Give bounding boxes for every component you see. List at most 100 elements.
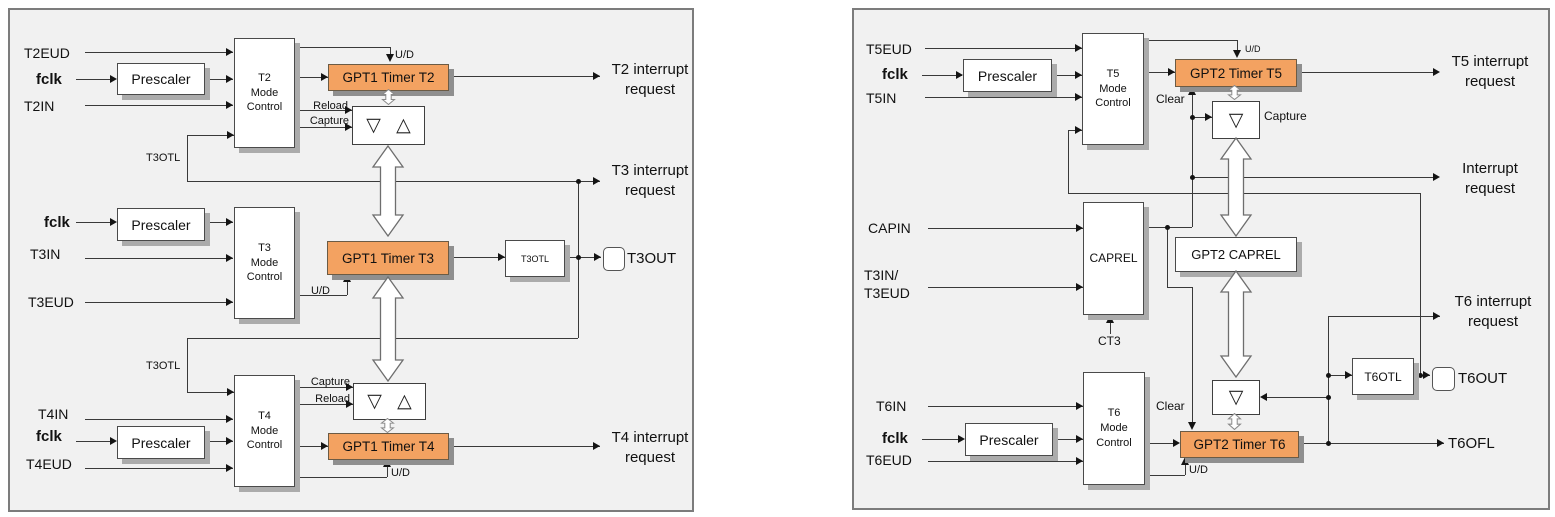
- arrowhead-right-icon: [498, 253, 505, 261]
- arrowhead-right-icon: [345, 106, 352, 114]
- t4-ud-signal-label: U/D: [391, 467, 410, 479]
- arrowhead-right-icon: [227, 388, 234, 396]
- t5-clear-signal-label: Clear: [1156, 92, 1185, 106]
- t6in-input-label: T6IN: [876, 398, 907, 414]
- t6-fclk-input-label: fclk: [882, 430, 908, 447]
- arrowhead-up-icon: [383, 459, 391, 467]
- arrowhead-right-icon: [1433, 173, 1440, 181]
- arrowhead-right-icon: [1076, 435, 1083, 443]
- wire: [1142, 72, 1175, 73]
- t3out-pin-label: T3OUT: [627, 250, 677, 267]
- gpt2-timer-t5-register: GPT2 Timer T5: [1175, 59, 1297, 87]
- wire: [293, 477, 387, 478]
- t3in-t3eud-input-label: T3IN/ T3EUD: [864, 267, 910, 302]
- wire: [1050, 75, 1084, 76]
- t2-reload-signal-label: Reload: [313, 100, 348, 112]
- arrowhead-right-icon: [1173, 439, 1180, 447]
- wire: [1192, 287, 1193, 424]
- t2-sync-arrow-icon: [381, 89, 396, 105]
- wire: [1142, 40, 1237, 41]
- arrowhead-right-icon: [226, 298, 233, 306]
- wire: [1068, 130, 1069, 193]
- wire: [563, 257, 601, 258]
- t2-prescaler-box: Prescaler: [117, 63, 205, 95]
- arrowhead-down-icon: [386, 54, 394, 62]
- wire: [203, 222, 233, 223]
- junction-dot: [576, 179, 581, 184]
- arrowhead-right-icon: [1075, 126, 1082, 134]
- t3-prescaler-box: Prescaler: [117, 208, 205, 241]
- wire: [1237, 40, 1238, 52]
- t4eud-input-label: T4EUD: [26, 456, 72, 472]
- t2-fclk-input-label: fclk: [36, 71, 62, 88]
- wire: [293, 387, 353, 388]
- wire: [1192, 94, 1193, 227]
- t5eud-input-label: T5EUD: [866, 41, 912, 57]
- wire: [1167, 287, 1192, 288]
- capin-input-label: CAPIN: [868, 220, 911, 236]
- wire: [187, 338, 188, 392]
- wire: [85, 302, 233, 303]
- t6ofl-output-label: T6OFL: [1448, 435, 1495, 452]
- t5in-input-label: T5IN: [866, 90, 897, 106]
- junction-dot: [1326, 395, 1331, 400]
- wire: [293, 404, 353, 405]
- wire: [1192, 117, 1212, 118]
- caprel-t6-flow-arrow-icon: [1219, 270, 1253, 378]
- t4-interrupt-request-label: T4 interrupt request: [611, 429, 689, 466]
- gpt1-timer-t2-register: GPT1 Timer T2: [328, 64, 449, 91]
- t6-prescaler-box: Prescaler: [965, 423, 1053, 456]
- t6-reload-register: ▽: [1212, 380, 1260, 415]
- arrowhead-right-icon: [593, 72, 600, 80]
- wire: [928, 287, 1083, 288]
- wire: [447, 446, 600, 447]
- wire: [1328, 316, 1440, 317]
- arrowhead-right-icon: [1075, 71, 1082, 79]
- t3-t4-flow-arrow-icon: [371, 276, 405, 382]
- arrowhead-right-icon: [226, 218, 233, 226]
- wire: [187, 392, 234, 393]
- junction-dot: [1190, 175, 1195, 180]
- arrowhead-right-icon: [593, 177, 600, 185]
- wire: [293, 127, 352, 128]
- t6out-pin-label: T6OUT: [1458, 370, 1508, 387]
- wire: [925, 48, 1082, 49]
- wire: [928, 228, 1083, 229]
- arrowhead-right-icon: [1433, 312, 1440, 320]
- junction-dot: [1190, 115, 1195, 120]
- t4-t3otl-tap-label: T3OTL: [146, 360, 181, 372]
- t5-prescaler-box: Prescaler: [963, 59, 1052, 92]
- t5-caprel-flow-arrow-icon: [1219, 137, 1253, 237]
- t2-t3otl-tap-label: T3OTL: [146, 152, 181, 164]
- caprel-mode-control-box: CAPREL: [1083, 202, 1144, 315]
- t2-interrupt-request-label: T2 interrupt request: [611, 61, 689, 98]
- arrowhead-right-icon: [226, 254, 233, 262]
- t4in-input-label: T4IN: [38, 406, 69, 422]
- caprel-interrupt-request-label: Interrupt request: [1462, 160, 1518, 197]
- arrowhead-right-icon: [594, 253, 601, 261]
- junction-dot: [1418, 373, 1423, 378]
- t4-prescaler-box: Prescaler: [117, 426, 205, 459]
- t6otl-latch-box: T6OTL: [1352, 358, 1414, 395]
- arrowhead-right-icon: [1076, 224, 1083, 232]
- wire: [922, 75, 962, 76]
- arrowhead-right-icon: [226, 48, 233, 56]
- junction-dot: [1326, 441, 1331, 446]
- wire: [203, 441, 233, 442]
- wire: [85, 468, 233, 469]
- wire: [928, 461, 1083, 462]
- t3-mode-control-box: T3 Mode Control: [234, 207, 295, 319]
- t2eud-input-label: T2EUD: [24, 45, 70, 61]
- arrowhead-right-icon: [1075, 44, 1082, 52]
- arrowhead-right-icon: [226, 464, 233, 472]
- junction-dot: [1165, 225, 1170, 230]
- arrowhead-right-icon: [226, 75, 233, 83]
- wire: [76, 441, 114, 442]
- arrowhead-right-icon: [321, 442, 328, 450]
- arrowhead-up-icon: [1181, 457, 1189, 465]
- t3-interrupt-request-label: T3 interrupt request: [611, 162, 689, 199]
- t6eud-input-label: T6EUD: [866, 452, 912, 468]
- t2-ud-signal-label: U/D: [395, 49, 414, 61]
- wire: [387, 465, 388, 477]
- wire: [1328, 375, 1352, 376]
